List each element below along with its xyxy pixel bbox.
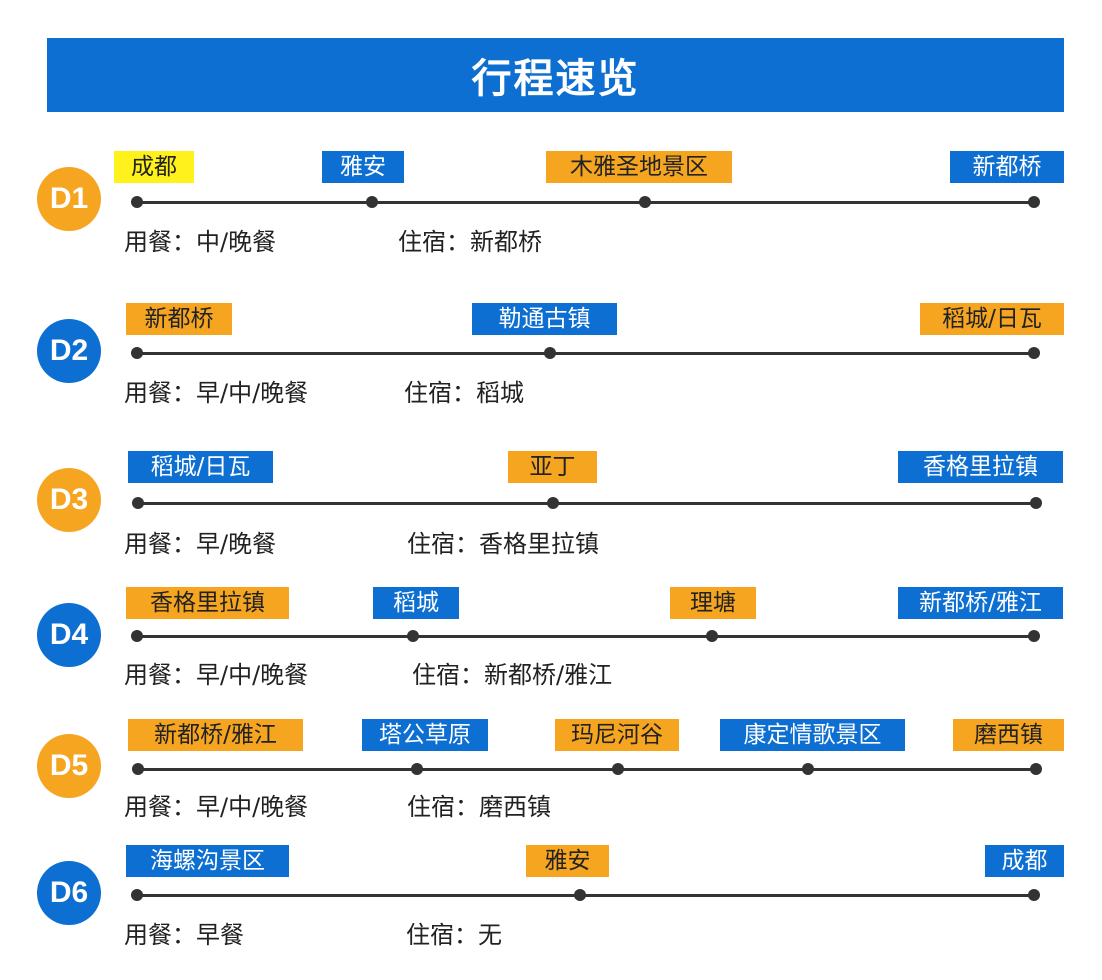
day-badge: D3	[37, 468, 101, 532]
stop-label: 香格里拉镇	[898, 451, 1063, 483]
stop-label: 新都桥	[950, 151, 1064, 183]
route-line	[137, 201, 1034, 204]
route-stop-dot	[612, 763, 624, 775]
stop-label: 稻城/日瓦	[920, 303, 1064, 335]
route-stop-dot	[1028, 889, 1040, 901]
meals-info: 用餐：早/晚餐	[124, 530, 277, 558]
title-banner: 行程速览	[47, 38, 1064, 112]
route-line	[138, 502, 1036, 505]
route-stop-dot	[1028, 347, 1040, 359]
route-line	[137, 352, 1034, 355]
route-stop-dot	[407, 630, 419, 642]
stop-label: 玛尼河谷	[555, 719, 679, 751]
stop-label: 稻城	[373, 587, 459, 619]
stop-label: 亚丁	[508, 451, 597, 483]
route-stop-dot	[802, 763, 814, 775]
stay-info: 住宿：磨西镇	[407, 793, 551, 821]
stop-label: 勒通古镇	[472, 303, 617, 335]
route-line	[138, 768, 1036, 771]
stop-label: 塔公草原	[362, 719, 488, 751]
route-stop-dot	[1028, 196, 1040, 208]
route-stop-dot	[131, 347, 143, 359]
route-stop-dot	[131, 889, 143, 901]
route-stop-dot	[366, 196, 378, 208]
stay-info: 住宿：新都桥	[398, 228, 542, 256]
stop-label: 木雅圣地景区	[546, 151, 732, 183]
route-stop-dot	[639, 196, 651, 208]
stay-info: 住宿：新都桥/雅江	[412, 661, 613, 689]
day-badge: D4	[37, 603, 101, 667]
route-stop-dot	[706, 630, 718, 642]
stay-info: 住宿：香格里拉镇	[407, 530, 599, 558]
stop-label: 成都	[985, 845, 1064, 877]
stop-label: 新都桥/雅江	[898, 587, 1063, 619]
day-badge: D2	[37, 319, 101, 383]
page-title: 行程速览	[471, 56, 640, 102]
route-stop-dot	[131, 630, 143, 642]
route-stop-dot	[574, 889, 586, 901]
day-badge: D5	[37, 734, 101, 798]
stop-label: 磨西镇	[953, 719, 1064, 751]
stop-label: 成都	[114, 151, 194, 183]
meals-info: 用餐：早/中/晚餐	[124, 661, 309, 689]
day-badge: D6	[37, 861, 101, 925]
route-stop-dot	[132, 763, 144, 775]
stay-info: 住宿：稻城	[404, 379, 524, 407]
stop-label: 新都桥/雅江	[128, 719, 303, 751]
route-stop-dot	[1030, 497, 1042, 509]
meals-info: 用餐：早餐	[124, 921, 244, 949]
route-line	[137, 635, 1034, 638]
stop-label: 雅安	[322, 151, 404, 183]
stop-label: 康定情歌景区	[720, 719, 905, 751]
route-stop-dot	[544, 347, 556, 359]
stop-label: 香格里拉镇	[126, 587, 289, 619]
stop-label: 新都桥	[126, 303, 232, 335]
meals-info: 用餐：中/晚餐	[124, 228, 277, 256]
stay-info: 住宿：无	[406, 921, 502, 949]
meals-info: 用餐：早/中/晚餐	[124, 379, 309, 407]
route-stop-dot	[132, 497, 144, 509]
route-stop-dot	[411, 763, 423, 775]
stop-label: 雅安	[526, 845, 609, 877]
route-stop-dot	[547, 497, 559, 509]
route-stop-dot	[1028, 630, 1040, 642]
stop-label: 海螺沟景区	[126, 845, 289, 877]
stop-label: 稻城/日瓦	[128, 451, 273, 483]
stop-label: 理塘	[670, 587, 756, 619]
day-badge: D1	[37, 167, 101, 231]
route-stop-dot	[131, 196, 143, 208]
meals-info: 用餐：早/中/晚餐	[124, 793, 309, 821]
route-stop-dot	[1030, 763, 1042, 775]
